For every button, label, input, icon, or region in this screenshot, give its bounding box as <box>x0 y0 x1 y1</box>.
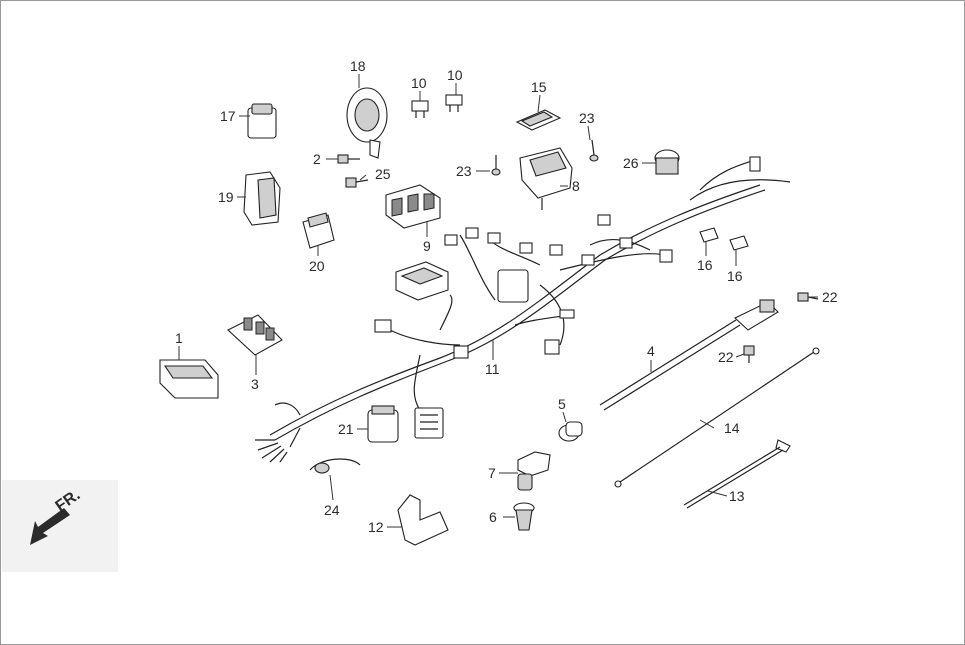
part-6-grommet <box>513 502 535 531</box>
leader-lines <box>178 74 818 528</box>
part-25-bolt <box>345 177 369 188</box>
part-26-cap <box>654 149 680 175</box>
callout-4: 4 <box>647 343 655 359</box>
callout-9: 9 <box>423 238 431 254</box>
callout-14: 14 <box>724 420 740 436</box>
callout-1: 1 <box>175 330 183 346</box>
part-3-relay-block <box>227 314 283 356</box>
callout-12: 12 <box>368 519 384 535</box>
part-4-ignition-coil <box>599 299 779 411</box>
callout-15: 15 <box>531 79 547 95</box>
front-arrow-icon <box>30 508 70 545</box>
part-16-fuse-b <box>729 235 749 251</box>
callout-10-b: 10 <box>447 67 463 83</box>
front-direction-marker: FR. <box>2 480 118 572</box>
callout-3: 3 <box>251 376 259 392</box>
callout-6: 6 <box>489 509 497 525</box>
callout-5: 5 <box>558 396 566 412</box>
callout-13: 13 <box>729 488 745 504</box>
callout-20: 20 <box>309 258 325 274</box>
part-2-bolt <box>337 154 360 164</box>
part-8-rectifier <box>519 147 573 210</box>
callout-11: 11 <box>485 361 500 377</box>
part-16-fuse-a <box>699 227 719 243</box>
part-20-module <box>302 212 335 249</box>
part-12-bracket <box>397 494 449 546</box>
part-7-plug-cap <box>517 451 551 491</box>
part-14-cable <box>614 347 820 488</box>
callout-21: 21 <box>338 421 354 437</box>
callout-25: 25 <box>375 166 391 182</box>
part-1-box <box>159 359 219 399</box>
part-9-regulator <box>385 184 441 229</box>
callout-2: 2 <box>313 151 321 167</box>
part-10-fuse-a <box>411 100 429 118</box>
part-21-relay <box>367 405 399 443</box>
part-24-clip <box>309 458 361 474</box>
callout-22-a: 22 <box>822 289 838 305</box>
part-17-relay <box>247 103 277 139</box>
part-23-screw-a <box>491 155 501 176</box>
callout-16-a: 16 <box>697 257 713 273</box>
callout-16-b: 16 <box>727 268 743 284</box>
part-13-cable-tie <box>683 439 791 509</box>
callout-10-a: 10 <box>411 75 427 91</box>
callout-19: 19 <box>218 189 234 205</box>
callout-23-a: 23 <box>456 163 472 179</box>
part-10-fuse-b <box>445 94 463 112</box>
callout-23-b: 23 <box>579 110 595 126</box>
callout-7: 7 <box>488 465 496 481</box>
callout-22-b: 22 <box>718 349 734 365</box>
part-23-screw-b <box>589 139 599 162</box>
callout-8: 8 <box>572 178 580 194</box>
harness-connector-block <box>414 407 444 439</box>
part-22-bolt-b <box>743 345 755 363</box>
callout-17: 17 <box>220 108 236 124</box>
part-19-cdi-unit <box>243 171 281 226</box>
callout-26: 26 <box>623 155 639 171</box>
part-18-horn <box>346 87 388 159</box>
part-15-fuse-cover <box>515 109 562 131</box>
harness-box <box>395 261 449 301</box>
wiring-harness <box>255 156 791 463</box>
callout-labels: 1 2 3 4 5 6 7 8 9 10 10 11 12 13 14 15 1… <box>175 58 838 535</box>
callout-18: 18 <box>350 58 366 74</box>
callout-24: 24 <box>324 502 340 518</box>
part-5-plug-cap <box>558 421 583 442</box>
